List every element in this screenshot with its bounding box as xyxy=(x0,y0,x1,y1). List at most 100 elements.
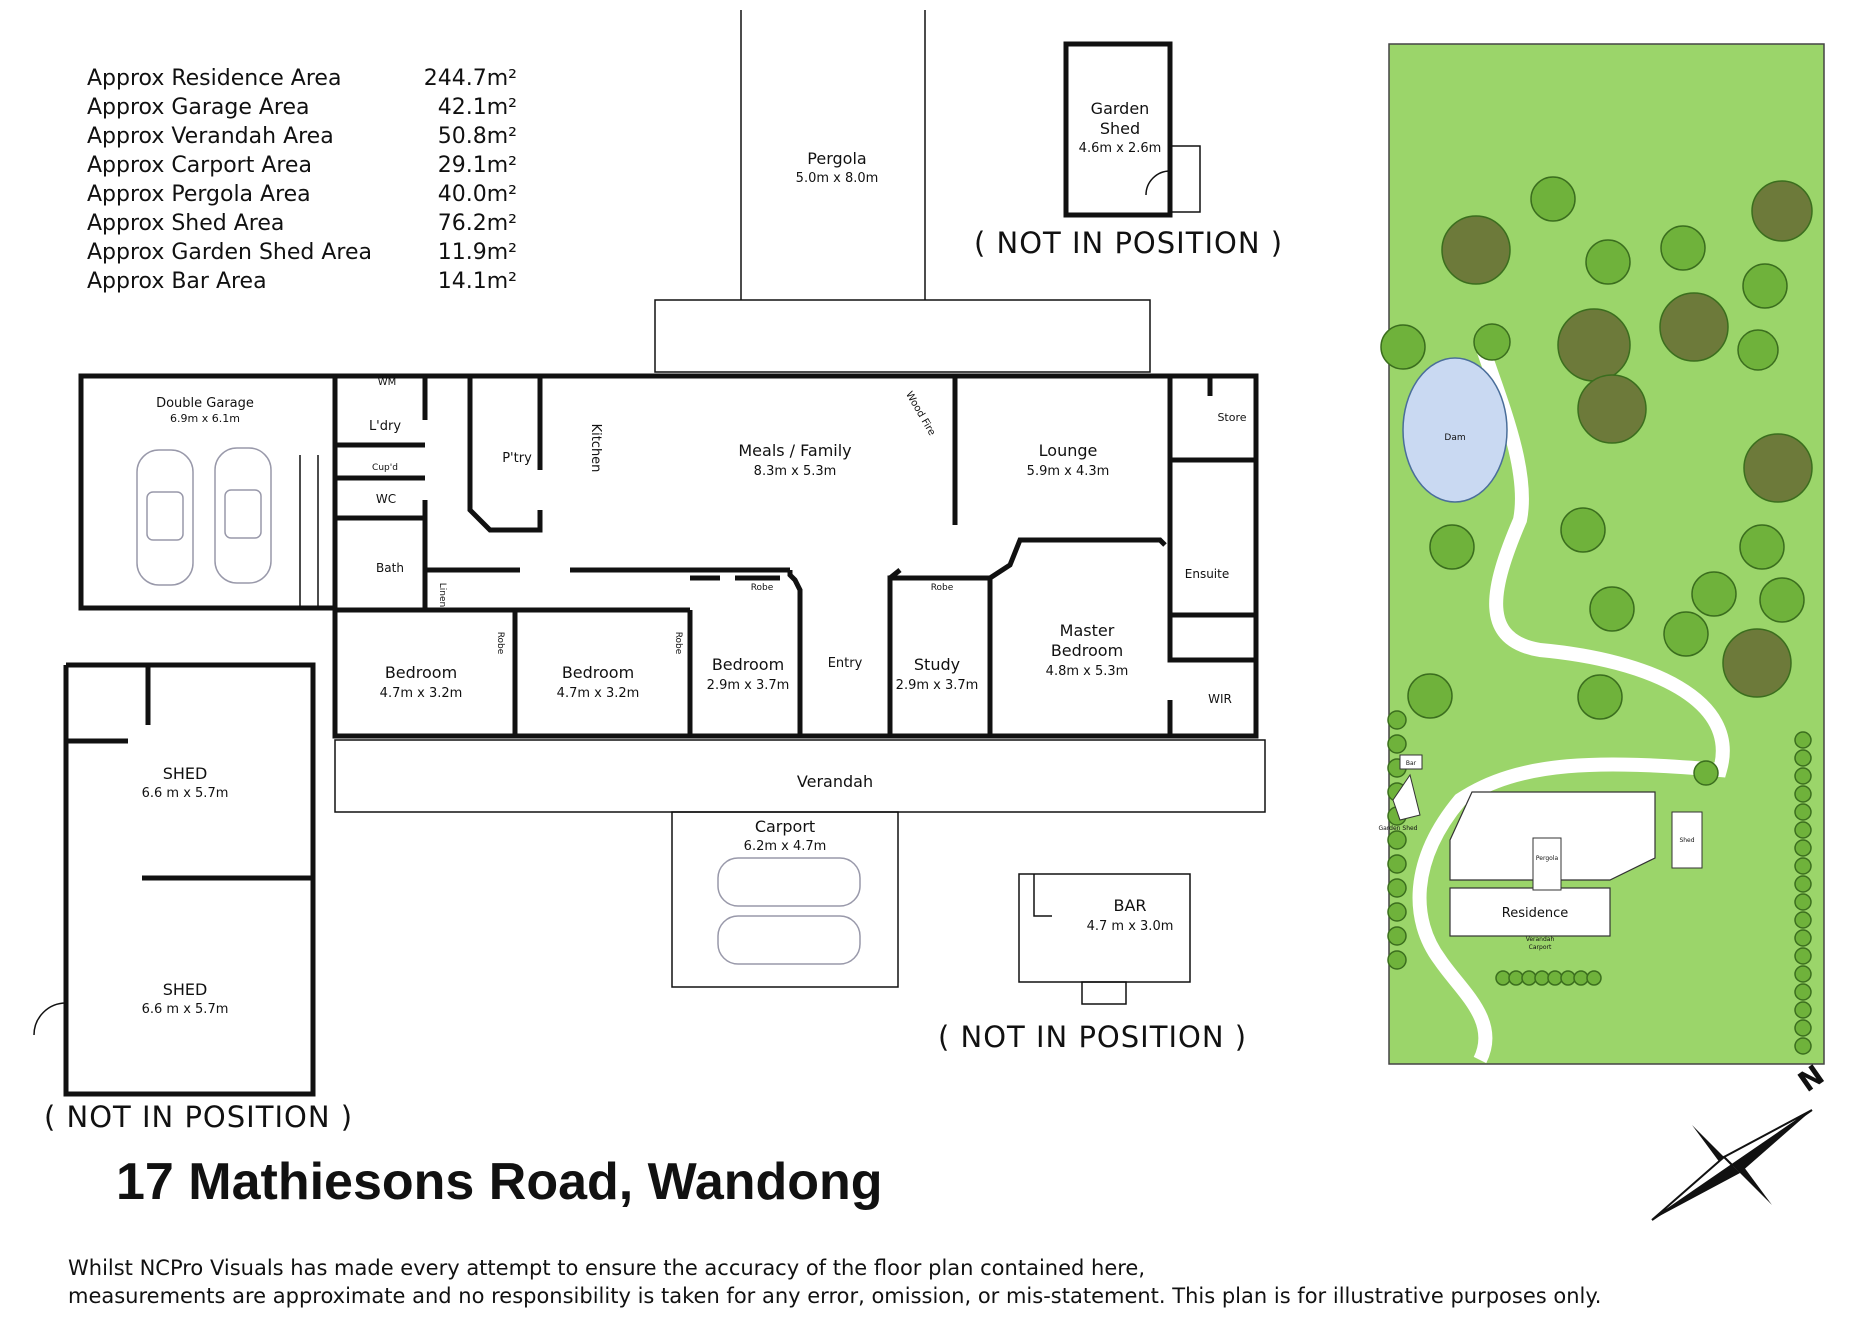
robe-label: Robe xyxy=(673,632,683,655)
area-value: 40.0m² xyxy=(437,182,517,207)
hedge-icon xyxy=(1586,970,1602,986)
tree-icon xyxy=(1407,673,1453,719)
area-label: Approx Garage Area xyxy=(87,95,310,120)
area-label: Approx Residence Area xyxy=(87,66,342,91)
hedge-icon xyxy=(1794,767,1812,785)
property-address: 17 Mathiesons Road, Wandong xyxy=(116,1153,883,1211)
kitchen-label: Kitchen xyxy=(588,424,603,473)
area-row: Approx Verandah Area 50.8m² xyxy=(87,122,517,151)
site-garden-shed-label: Garden Shed xyxy=(1378,825,1417,832)
area-label: Approx Verandah Area xyxy=(87,124,334,149)
carport: Carport 6.2m x 4.7m xyxy=(671,811,899,988)
study-dims: 2.9m x 3.7m xyxy=(896,678,979,693)
area-row: Approx Carport Area 29.1m² xyxy=(87,151,517,180)
bedroom-1-label: Bedroom xyxy=(385,663,457,682)
site-plan: Dam Residence Pergola Verandah Carport S… xyxy=(1378,43,1825,1065)
hedge-icon xyxy=(1387,734,1407,754)
sheds: SHED 6.6 m x 5.7m SHED 6.6 m x 5.7m xyxy=(33,662,316,1097)
hedge-icon xyxy=(1794,821,1812,839)
area-label: Approx Garden Shed Area xyxy=(87,240,372,265)
tree-icon xyxy=(1441,215,1511,285)
area-label: Approx Carport Area xyxy=(87,153,312,178)
hedge-icon xyxy=(1794,965,1812,983)
study-label: Study xyxy=(914,655,960,674)
site-verandah-label: Verandah xyxy=(1526,936,1555,943)
garage-dims: 6.9m x 6.1m xyxy=(170,412,240,425)
area-value: 29.1m² xyxy=(437,153,517,178)
hedge-icon xyxy=(1547,970,1563,986)
note-bar-not-in-position: ( NOT IN POSITION ) xyxy=(938,1020,1248,1054)
tree-icon xyxy=(1585,239,1631,285)
area-label: Approx Bar Area xyxy=(87,269,267,294)
driveway xyxy=(1412,337,1730,1064)
bath-label: Bath xyxy=(376,561,404,575)
hedge-icon xyxy=(1794,857,1812,875)
area-value: 14.1m² xyxy=(437,269,517,294)
hedge-icon xyxy=(1794,785,1812,803)
hedge-icon xyxy=(1521,970,1537,986)
area-value: 76.2m² xyxy=(437,211,517,236)
master-dims: 4.8m x 5.3m xyxy=(1046,664,1129,679)
note-shed-not-in-position: ( NOT IN POSITION ) xyxy=(44,1100,354,1134)
disclaimer-line-1: Whilst NCPro Visuals has made every atte… xyxy=(68,1256,1146,1280)
bar-dims: 4.7 m x 3.0m xyxy=(1087,919,1174,934)
hedge-icon xyxy=(1794,839,1812,857)
hedge-icon xyxy=(1794,893,1812,911)
tree-icon xyxy=(1659,292,1729,362)
car-icon xyxy=(214,447,272,584)
hedge-icon xyxy=(1387,878,1407,898)
hedge-icon xyxy=(1387,830,1407,850)
tree-icon xyxy=(1380,324,1426,370)
tree-icon xyxy=(1663,611,1709,657)
hedge-icon xyxy=(1794,749,1812,767)
shed-1-dims: 6.6 m x 5.7m xyxy=(142,786,229,801)
area-value: 50.8m² xyxy=(437,124,517,149)
dam xyxy=(1402,357,1508,503)
bar-label: BAR xyxy=(1113,896,1146,915)
disclaimer: Whilst NCPro Visuals has made every atte… xyxy=(68,1254,1601,1310)
wc-label: WC xyxy=(376,492,396,506)
area-value: 42.1m² xyxy=(437,95,517,120)
site-pergola xyxy=(1532,837,1562,891)
bedroom-1-dims: 4.7m x 3.2m xyxy=(380,686,463,701)
cupboard-label: Cup'd xyxy=(372,463,398,473)
pergola-dims: 5.0m x 8.0m xyxy=(796,171,879,186)
car-icon xyxy=(717,857,861,907)
area-label: Approx Pergola Area xyxy=(87,182,311,207)
site-shed xyxy=(1671,811,1703,869)
carport-label: Carport xyxy=(755,817,815,836)
garden-shed-dims: 4.6m x 2.6m xyxy=(1079,141,1162,156)
robe-label: Robe xyxy=(751,583,774,593)
tree-icon xyxy=(1742,263,1788,309)
hedge-icon xyxy=(1794,731,1812,749)
shed-2-label: SHED xyxy=(163,980,208,999)
tree-icon xyxy=(1739,524,1785,570)
site-bar-label: Bar xyxy=(1406,760,1417,767)
double-garage: Double Garage 6.9m x 6.1m xyxy=(78,373,335,611)
tree-icon xyxy=(1577,674,1623,720)
bedroom-2-dims: 4.7m x 3.2m xyxy=(557,686,640,701)
pantry-label: P'try xyxy=(502,451,532,466)
hedge-icon xyxy=(1387,902,1407,922)
site-bar xyxy=(1399,754,1423,770)
master-label-1: Master xyxy=(1060,621,1115,640)
garden-shed-label-2: Shed xyxy=(1100,119,1140,138)
bedroom-2-label: Bedroom xyxy=(562,663,634,682)
site-carport-label: Carport xyxy=(1529,944,1552,951)
hedge-icon xyxy=(1387,950,1407,970)
verandah-label: Verandah xyxy=(797,772,873,791)
site-residence-outline xyxy=(1449,791,1656,881)
ensuite-label: Ensuite xyxy=(1185,567,1229,581)
tree-icon xyxy=(1759,577,1805,623)
area-label: Approx Shed Area xyxy=(87,211,285,236)
wood-fire-label: Wood Fire xyxy=(903,390,937,438)
tree-icon xyxy=(1589,586,1635,632)
site-shed-label: Shed xyxy=(1679,837,1694,844)
bar: BAR 4.7 m x 3.0m xyxy=(1018,873,1191,1005)
hedge-icon xyxy=(1794,1001,1812,1019)
hedge-icon xyxy=(1794,875,1812,893)
site-dam-label: Dam xyxy=(1444,433,1465,443)
